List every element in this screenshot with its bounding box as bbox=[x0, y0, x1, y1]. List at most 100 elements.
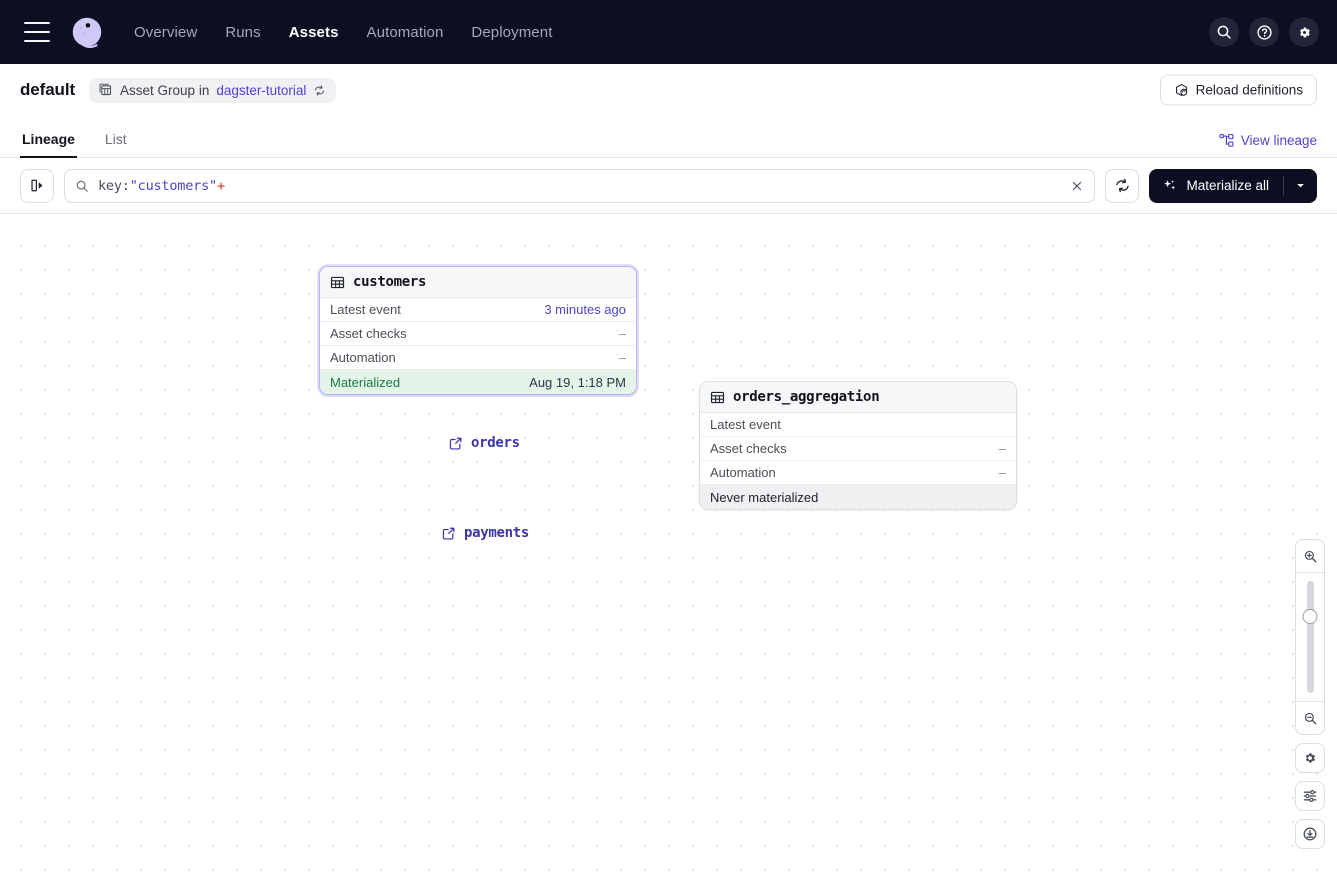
lineage-canvas[interactable]: customers Latest event 3 minutes ago Ass… bbox=[0, 223, 1337, 873]
asset-node-row-latest-event: Latest event bbox=[700, 413, 1016, 437]
materialize-all-button[interactable]: Materialize all bbox=[1149, 168, 1317, 203]
zoom-slider[interactable] bbox=[1296, 573, 1324, 701]
help-button[interactable] bbox=[1249, 17, 1279, 47]
search-icon bbox=[1217, 25, 1231, 39]
nav-link-runs[interactable]: Runs bbox=[225, 23, 261, 41]
dagster-logo[interactable] bbox=[66, 11, 108, 53]
reload-icon bbox=[315, 84, 325, 96]
table-icon bbox=[710, 391, 725, 403]
tabs-bar: Lineage List View lineage bbox=[0, 116, 1337, 158]
external-asset-name: orders bbox=[471, 435, 520, 451]
reload-definitions-label: Reload definitions bbox=[1195, 82, 1303, 98]
recenter-icon bbox=[1303, 827, 1317, 841]
row-label: Automation bbox=[710, 465, 776, 480]
row-value-asset-checks: – bbox=[998, 441, 1006, 456]
asset-node-row-materialized: Materialized Aug 19, 1:18 PM bbox=[320, 370, 636, 394]
external-link-icon bbox=[442, 527, 455, 540]
divider bbox=[1296, 572, 1324, 573]
nav-link-assets[interactable]: Assets bbox=[288, 23, 339, 41]
settings-button[interactable] bbox=[1289, 17, 1319, 47]
zoom-controls bbox=[1295, 539, 1325, 849]
external-asset-orders[interactable]: orders bbox=[448, 435, 520, 451]
row-value-materialized-time[interactable]: Aug 19, 1:18 PM bbox=[529, 374, 626, 390]
graph-toolbar: key:"customers"+ Mate bbox=[0, 158, 1337, 214]
close-icon bbox=[1073, 181, 1082, 190]
search-query-key: key: bbox=[98, 177, 130, 194]
materialize-dropdown-button[interactable] bbox=[1284, 180, 1317, 191]
divider bbox=[1296, 701, 1324, 702]
asset-node-header: customers bbox=[320, 267, 636, 298]
page-header: default Asset Group in dagster-tutorial bbox=[0, 64, 1337, 116]
asset-node-row-automation: Automation – bbox=[700, 461, 1016, 485]
top-navigation: Overview Runs Assets Automation Deployme… bbox=[0, 0, 1337, 64]
asset-node-name: customers bbox=[353, 274, 427, 290]
search-icon bbox=[76, 180, 88, 192]
search-query-value: "customers" bbox=[129, 177, 217, 194]
page-title: default bbox=[20, 80, 76, 99]
materialize-all-label: Materialize all bbox=[1186, 178, 1269, 193]
nav-link-deployment[interactable]: Deployment bbox=[471, 23, 553, 41]
row-label: Automation bbox=[330, 350, 396, 365]
search-input[interactable]: key:"customers"+ bbox=[64, 168, 1096, 203]
row-label: Latest event bbox=[330, 302, 401, 317]
asset-group-icon bbox=[99, 83, 112, 96]
row-label: Latest event bbox=[710, 417, 781, 432]
search-query-operator: + bbox=[216, 177, 225, 194]
zoom-slider-group bbox=[1295, 539, 1325, 735]
table-icon bbox=[330, 276, 345, 288]
row-label: Asset checks bbox=[330, 326, 407, 341]
asset-node-row-asset-checks: Asset checks – bbox=[700, 437, 1016, 461]
main-nav-links: Overview Runs Assets Automation Deployme… bbox=[134, 24, 552, 41]
graph-settings-button[interactable] bbox=[1295, 743, 1325, 773]
asset-node-row-never-materialized: Never materialized bbox=[700, 485, 1016, 509]
panel-expand-icon bbox=[30, 179, 43, 192]
row-value-latest-event[interactable]: 3 minutes ago bbox=[544, 302, 626, 317]
sparkles-icon bbox=[1164, 179, 1176, 190]
view-lineage-link[interactable]: View lineage bbox=[1219, 133, 1317, 148]
asset-node-row-latest-event: Latest event 3 minutes ago bbox=[320, 298, 636, 322]
materialize-all-main[interactable]: Materialize all bbox=[1149, 178, 1283, 194]
lineage-graph-icon bbox=[1219, 133, 1234, 147]
zoom-in-button[interactable] bbox=[1296, 540, 1324, 572]
gear-icon bbox=[1299, 27, 1310, 37]
nav-actions bbox=[1209, 0, 1319, 64]
zoom-in-icon bbox=[1304, 550, 1316, 562]
repository-link[interactable]: dagster-tutorial bbox=[216, 82, 307, 98]
row-label: Asset checks bbox=[710, 441, 787, 456]
zoom-slider-track bbox=[1306, 581, 1314, 693]
asset-group-badge[interactable]: Asset Group in dagster-tutorial bbox=[89, 77, 337, 103]
tab-lineage[interactable]: Lineage bbox=[20, 131, 77, 158]
reload-definitions-icon bbox=[1175, 84, 1187, 96]
graph-filters-button[interactable] bbox=[1295, 781, 1325, 811]
view-lineage-label: View lineage bbox=[1240, 133, 1317, 148]
refresh-icon bbox=[1116, 178, 1129, 193]
zoom-out-icon bbox=[1304, 712, 1316, 724]
hamburger-icon[interactable] bbox=[24, 22, 50, 42]
chevron-down-icon bbox=[1297, 184, 1304, 188]
refresh-button[interactable] bbox=[1105, 168, 1140, 203]
nav-link-overview[interactable]: Overview bbox=[134, 23, 198, 41]
asset-node-row-automation: Automation – bbox=[320, 346, 636, 370]
help-icon bbox=[1256, 24, 1272, 40]
asset-node-name: orders_aggregation bbox=[733, 389, 880, 405]
asset-group-prefix: Asset Group in bbox=[120, 82, 210, 98]
zoom-out-button[interactable] bbox=[1296, 702, 1324, 734]
asset-node-orders-aggregation[interactable]: orders_aggregation Latest event Asset ch… bbox=[699, 381, 1017, 510]
row-value-automation: – bbox=[998, 465, 1006, 480]
tab-list[interactable]: List bbox=[104, 131, 127, 147]
nav-link-automation[interactable]: Automation bbox=[366, 23, 444, 41]
materialize-divider bbox=[1283, 175, 1284, 196]
clear-search-button[interactable] bbox=[1070, 179, 1084, 193]
graph-edges bbox=[0, 223, 300, 373]
external-asset-payments[interactable]: payments bbox=[441, 525, 529, 541]
status-badge: Never materialized bbox=[710, 489, 819, 505]
search-button[interactable] bbox=[1209, 17, 1239, 47]
asset-node-row-asset-checks: Asset checks – bbox=[320, 322, 636, 346]
recenter-graph-button[interactable] bbox=[1295, 819, 1325, 849]
reload-definitions-button[interactable]: Reload definitions bbox=[1159, 74, 1317, 106]
zoom-slider-handle[interactable] bbox=[1302, 609, 1318, 624]
asset-node-customers[interactable]: customers Latest event 3 minutes ago Ass… bbox=[319, 266, 637, 395]
asset-node-header: orders_aggregation bbox=[700, 382, 1016, 413]
panel-expand-button[interactable] bbox=[20, 168, 54, 203]
